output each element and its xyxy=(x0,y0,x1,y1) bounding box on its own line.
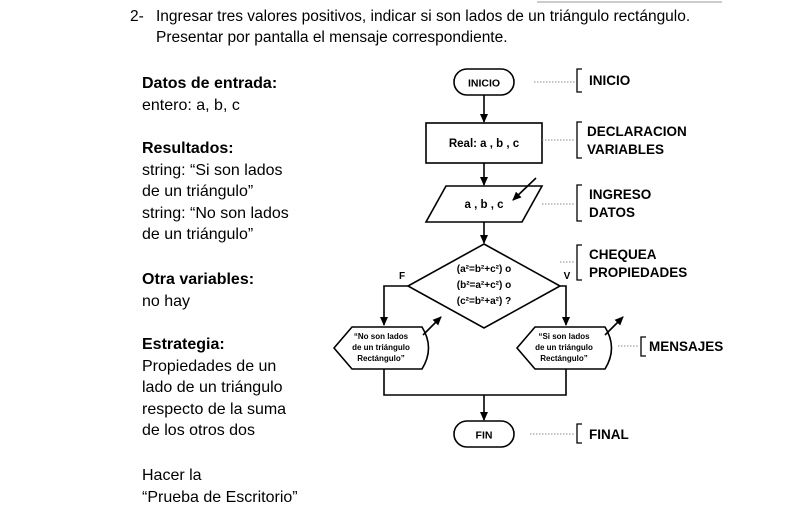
resultados-line: string: “No son lados xyxy=(142,204,289,222)
resultados-line: de un triángulo” xyxy=(142,183,254,200)
input-arrow xyxy=(512,177,537,201)
otra-section: Otra variables: no hay xyxy=(142,269,254,312)
ingreso-text: a , b , c xyxy=(465,199,505,211)
prueba-section: Hacer la “Prueba de Escritorio” xyxy=(142,465,298,508)
decision-diamond xyxy=(406,243,562,329)
bracket-chequea xyxy=(576,244,582,281)
decision-line: (b²=a²+c²) o xyxy=(457,280,511,291)
annotation-declaracion: DECLARACION VARIABLES xyxy=(587,123,687,159)
heading-line-1: Ingresar tres valores positivos, indicar… xyxy=(156,8,691,25)
false-branch xyxy=(380,285,408,326)
entrada-title: Datos de entrada: xyxy=(142,75,278,92)
merge-line xyxy=(383,369,567,396)
annotation-declaracion-line: DECLARACION xyxy=(587,124,687,139)
msg-no-line: de un triángulo xyxy=(352,343,410,352)
estrategia-title: Estrategia: xyxy=(142,336,225,353)
false-label: F xyxy=(399,271,405,282)
bracket-ingreso xyxy=(576,184,582,222)
annotation-mensajes: MENSAJES xyxy=(649,339,724,354)
heading-number: 2- xyxy=(130,8,144,25)
msg-si-display xyxy=(515,326,613,370)
msg-si-output-arrow xyxy=(604,316,624,336)
annotation-ingreso: INGRESO DATOS xyxy=(589,186,651,222)
msg-si-line: de un triángulo xyxy=(535,343,593,352)
annotation-chequea: CHEQUEA PROPIEDADES xyxy=(589,246,687,282)
otra-title: Otra variables: xyxy=(142,271,255,288)
declaracion-box xyxy=(425,122,543,164)
estrategia-line: respecto de la suma xyxy=(142,400,287,418)
resultados-line: de un triángulo” xyxy=(142,226,254,243)
fin-terminal xyxy=(453,420,515,448)
estrategia-line: Propiedades de un xyxy=(142,357,277,375)
msg-si-line: “Si son lados xyxy=(538,332,590,341)
annotation-chequea-line: PROPIEDADES xyxy=(589,265,688,280)
msg-si-line: Rectángulo” xyxy=(540,354,588,363)
heading-line-2: Presentar por pantalla el mensaje corres… xyxy=(156,29,508,46)
prueba-line: “Prueba de Escritorio” xyxy=(142,488,298,506)
prueba-line: Hacer la xyxy=(142,467,202,484)
bracket-inicio xyxy=(576,68,582,93)
annotation-chequea-line: CHEQUEA xyxy=(589,247,657,262)
msg-no-line: “No son lados xyxy=(354,332,409,341)
otra-value: no hay xyxy=(142,292,191,310)
annotation-ingreso-line: DATOS xyxy=(589,205,636,220)
inicio-text: INICIO xyxy=(468,78,500,90)
resultados-title: Resultados: xyxy=(142,140,234,157)
resultados-section: Resultados: string: “Si son lados de un … xyxy=(142,138,289,246)
estrategia-line: de los otros dos xyxy=(142,422,255,439)
resultados-line: string: “Si son lados xyxy=(142,161,283,179)
estrategia-line: lado de un triángulo xyxy=(142,379,283,396)
annotation-ingreso-line: INGRESO xyxy=(589,187,652,202)
declaracion-text: Real: a , b , c xyxy=(449,138,520,150)
msg-no-display xyxy=(332,326,430,370)
bracket-final xyxy=(576,423,582,444)
entrada-value: entero: a, b, c xyxy=(142,96,240,114)
decision-line: (a²=b²+c²) o xyxy=(457,264,511,275)
annotation-inicio: INICIO xyxy=(589,73,631,88)
bracket-mensajes xyxy=(640,336,646,357)
annotation-final: FINAL xyxy=(589,427,629,442)
true-label: V xyxy=(564,271,571,282)
msg-no-output-arrow xyxy=(422,316,442,336)
estrategia-section: Estrategia: Propiedades de un lado de un… xyxy=(142,334,286,442)
entrada-section: Datos de entrada: entero: a, b, c xyxy=(142,73,277,116)
decision-line: (c²=b²+a²) ? xyxy=(457,296,511,307)
bracket-declaracion xyxy=(576,121,582,159)
msg-no-line: Rectángulo” xyxy=(357,354,405,363)
fin-text: FIN xyxy=(476,430,493,442)
annotation-declaracion-line: VARIABLES xyxy=(587,142,665,157)
true-branch xyxy=(560,285,570,326)
